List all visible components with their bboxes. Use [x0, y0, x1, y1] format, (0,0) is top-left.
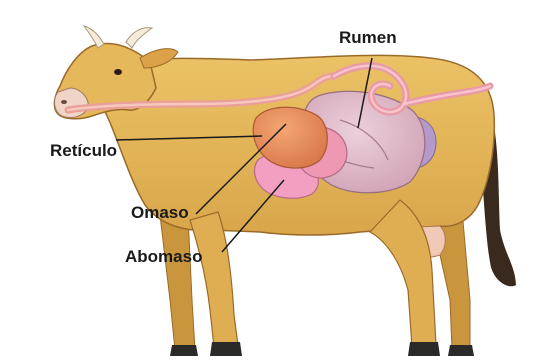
back-hoof: [408, 342, 440, 356]
omaso-label: Omaso: [131, 204, 189, 221]
front-hoof: [210, 342, 242, 356]
reticulo-label: Retículo: [50, 142, 117, 159]
far-front-hoof: [170, 345, 198, 356]
nostril: [61, 100, 67, 104]
far-front-leg: [160, 215, 195, 350]
horn-right: [126, 28, 152, 48]
abomaso-label: Abomaso: [125, 248, 202, 265]
near-front-leg: [190, 212, 238, 347]
far-back-hoof: [448, 345, 474, 356]
rumen-label: Rumen: [339, 29, 397, 46]
eye: [114, 69, 122, 75]
